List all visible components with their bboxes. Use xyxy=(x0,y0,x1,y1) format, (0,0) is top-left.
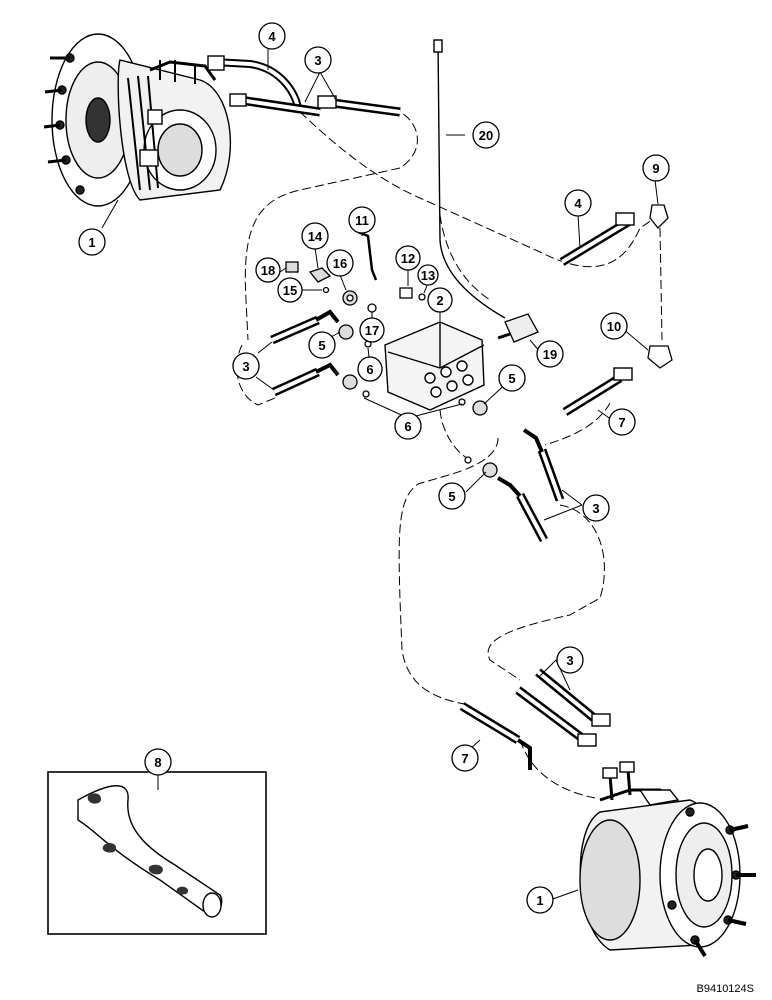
callout-1: 1 xyxy=(88,235,95,250)
callout-12: 12 xyxy=(401,251,415,266)
figure-code: B9410124S xyxy=(697,983,755,995)
wheel-motor-upper-left xyxy=(43,33,232,207)
callout-3: 3 xyxy=(242,359,249,374)
leader-lines xyxy=(101,48,659,901)
callout-1: 1 xyxy=(536,893,543,908)
wire-harness xyxy=(433,39,506,319)
callout-18: 18 xyxy=(261,263,275,278)
control-valve xyxy=(384,321,485,411)
callout-16: 16 xyxy=(333,256,347,271)
callout-19: 19 xyxy=(543,347,557,362)
callout-3: 3 xyxy=(566,653,573,668)
callout-17: 17 xyxy=(365,323,379,338)
callout-11: 11 xyxy=(355,213,369,228)
callout-5: 5 xyxy=(508,371,515,386)
callout-14: 14 xyxy=(308,229,323,244)
callout-4: 4 xyxy=(574,196,582,211)
callout-8: 8 xyxy=(154,755,161,770)
wheel-motor-lower-right xyxy=(579,761,756,958)
callout-5: 5 xyxy=(318,338,325,353)
callout-13: 13 xyxy=(421,268,435,283)
callout-7: 7 xyxy=(461,751,468,766)
callout-3: 3 xyxy=(592,501,599,516)
callout-4: 4 xyxy=(268,29,276,44)
callout-5: 5 xyxy=(448,489,455,504)
fittings xyxy=(285,204,673,478)
callout-6: 6 xyxy=(404,419,411,434)
callout-bubbles xyxy=(78,22,670,914)
callout-2: 2 xyxy=(436,293,443,308)
callout-6: 6 xyxy=(366,362,373,377)
callout-15: 15 xyxy=(283,283,297,298)
callout-labels: 1 1 2 3 3 3 3 4 4 5 5 5 6 6 7 7 8 9 10 1… xyxy=(88,29,659,908)
callout-3: 3 xyxy=(314,53,321,68)
callout-20: 20 xyxy=(479,128,493,143)
callout-10: 10 xyxy=(607,319,621,334)
hoses xyxy=(207,55,635,770)
callout-7: 7 xyxy=(618,415,625,430)
hose-routing-lines xyxy=(236,107,663,799)
inset-hose-wear-detail xyxy=(47,768,267,935)
callout-9: 9 xyxy=(652,161,659,176)
